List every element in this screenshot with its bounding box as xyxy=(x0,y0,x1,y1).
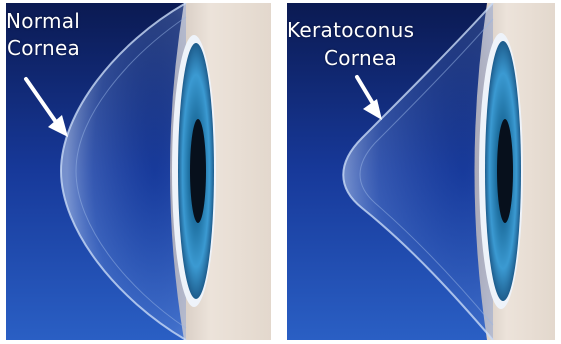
normal-cornea-panel: Normal Cornea xyxy=(6,3,271,340)
pupil xyxy=(190,119,206,223)
keratoconus-label-line1: Keratoconus xyxy=(287,18,414,42)
normal-label-line2: Cornea xyxy=(7,36,80,60)
normal-label-line1: Normal xyxy=(6,9,80,33)
keratoconus-label-line2: Cornea xyxy=(324,46,397,70)
keratoconus-cornea-panel: Keratoconus Cornea xyxy=(287,3,555,340)
pupil xyxy=(497,119,513,223)
